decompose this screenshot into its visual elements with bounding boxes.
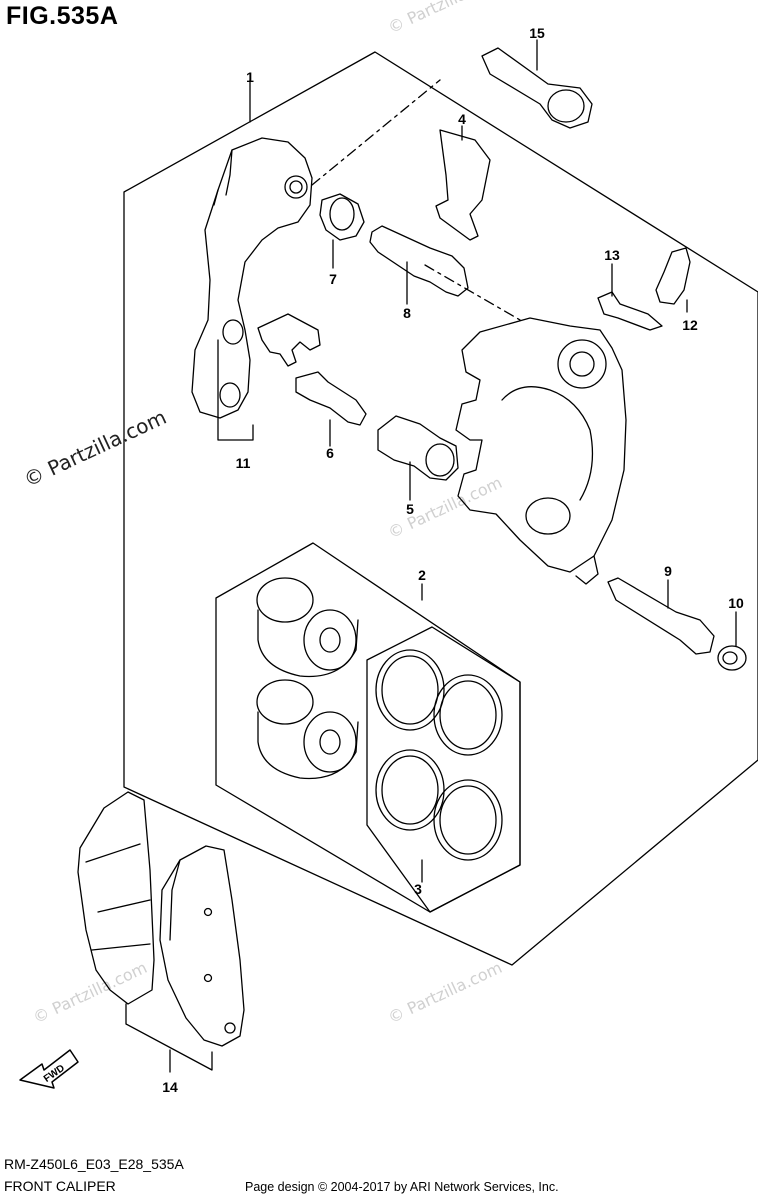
fwd-label: FWD bbox=[42, 1063, 67, 1085]
pad-spring-clip bbox=[257, 313, 321, 367]
pad-retainer bbox=[435, 129, 491, 241]
caliper-bore bbox=[525, 497, 571, 535]
pin-plug bbox=[717, 645, 747, 671]
seal-set-box bbox=[366, 626, 521, 913]
bracket-hole bbox=[222, 319, 244, 345]
callout-15: 15 bbox=[529, 25, 545, 41]
caliper-body bbox=[455, 317, 627, 573]
callout-5: 5 bbox=[406, 501, 414, 517]
copyright-notice: Page design © 2004-2017 by ARI Network S… bbox=[245, 1180, 559, 1194]
bleeder-cap bbox=[597, 291, 663, 331]
caliper-boss bbox=[557, 339, 607, 389]
callout-8: 8 bbox=[403, 305, 411, 321]
piston-kit-box bbox=[215, 542, 521, 913]
pad-pin-bolt bbox=[607, 577, 715, 655]
piston-small bbox=[256, 679, 359, 780]
bracket-hole bbox=[219, 382, 241, 408]
brake-pad-inner bbox=[159, 845, 245, 1047]
callout-6: 6 bbox=[326, 445, 334, 461]
callout-10: 10 bbox=[728, 595, 744, 611]
section-name: FRONT CALIPER bbox=[4, 1178, 116, 1194]
figure-title: FIG.535A bbox=[6, 2, 119, 30]
callout-2: 2 bbox=[418, 567, 426, 583]
bracket-hole bbox=[284, 175, 308, 199]
piston-seal bbox=[375, 649, 445, 731]
callout-1: 1 bbox=[246, 69, 254, 85]
dust-seal bbox=[375, 749, 445, 831]
dust-boot bbox=[319, 193, 365, 241]
callout-14: 14 bbox=[162, 1079, 178, 1095]
mounting-bolt bbox=[481, 47, 593, 129]
caliper-piston bbox=[377, 415, 459, 481]
fwd-arrow bbox=[19, 1049, 79, 1089]
callout-9: 9 bbox=[664, 563, 672, 579]
caliper-bracket bbox=[191, 137, 313, 419]
callout-7: 7 bbox=[329, 271, 337, 287]
piston-large bbox=[256, 577, 359, 678]
slide-pin bbox=[295, 371, 367, 426]
bracket-hole bbox=[289, 180, 303, 194]
piston-seal bbox=[433, 674, 503, 756]
dust-seal bbox=[433, 779, 503, 861]
callout-11: 11 bbox=[236, 455, 251, 471]
callout-4: 4 bbox=[458, 111, 466, 127]
dashed-line bbox=[424, 264, 521, 321]
callout-3: 3 bbox=[414, 881, 422, 897]
callout-12: 12 bbox=[682, 317, 698, 333]
brake-pad-outer bbox=[77, 791, 155, 1005]
model-code: RM-Z450L6_E03_E28_535A bbox=[4, 1156, 184, 1172]
assembly-outline bbox=[123, 51, 758, 966]
dashed-line bbox=[311, 79, 441, 186]
caliper-pin bbox=[369, 225, 469, 297]
callout-13: 13 bbox=[604, 247, 620, 263]
bleeder-valve bbox=[655, 247, 691, 305]
